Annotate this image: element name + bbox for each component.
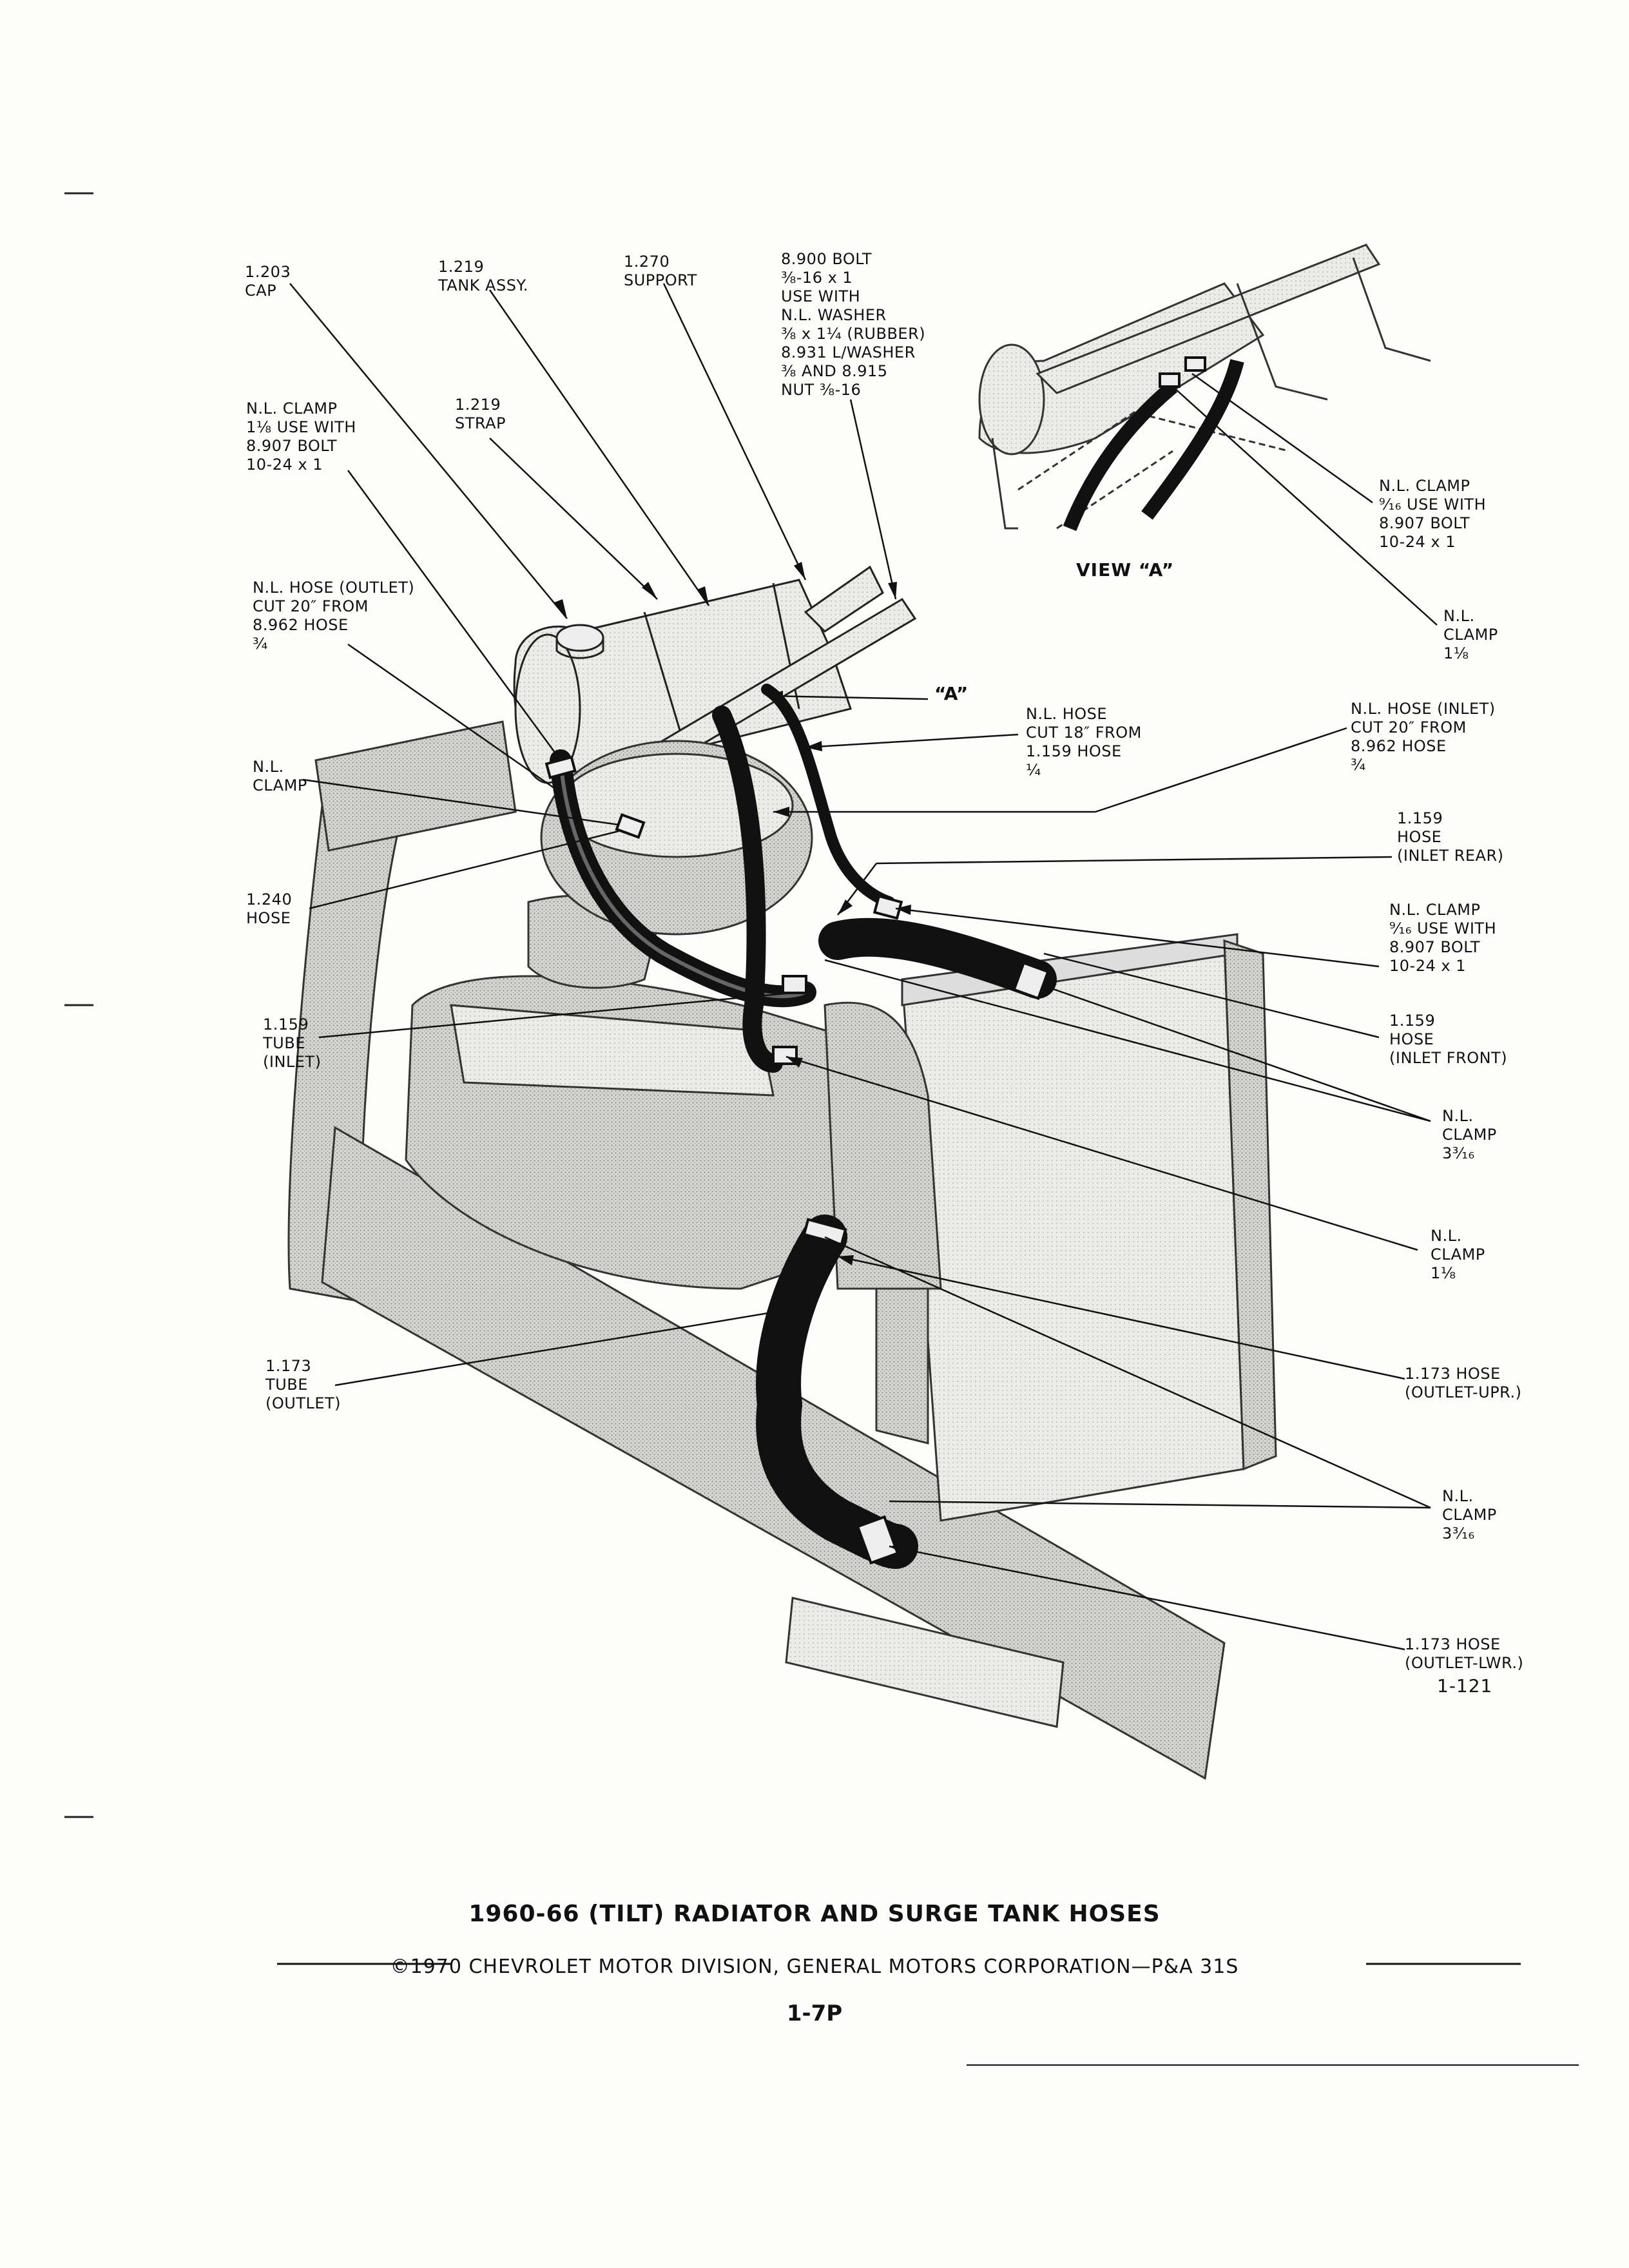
- hose-inlet-front: [818, 918, 1057, 999]
- page-number: 1-7P: [786, 2001, 843, 2026]
- label-hose-outlet-lwr: 1.173 HOSE(OUTLET-LWR.): [1405, 1635, 1524, 1672]
- margin-ticks: [64, 192, 93, 1818]
- radiator: [875, 933, 1277, 1522]
- clamps: [545, 755, 1050, 1565]
- frame-left: [287, 720, 517, 1303]
- hose-small: [761, 684, 895, 908]
- label-hose-outlet-upr: 1.173 HOSE(OUTLET-UPR.): [1405, 1365, 1522, 1401]
- callout-a: “A”: [934, 683, 969, 704]
- view-a-label: VIEW “A”: [1076, 559, 1175, 581]
- page-title: 1960-66 (TILT) RADIATOR AND SURGE TANK H…: [468, 1901, 1161, 1927]
- copyright-line: ©1970 CHEVROLET MOTOR DIVISION, GENERAL …: [390, 1956, 1239, 1978]
- leader-lines: [289, 283, 1438, 1651]
- hose-outlet-inner: [559, 758, 807, 999]
- hoses: [550, 684, 1057, 1569]
- arrowheads: [554, 562, 911, 1554]
- view-a-inset: [978, 244, 1431, 532]
- fan-shroud: [824, 1001, 942, 1290]
- label-clamp-left: N.L.CLAMP: [253, 758, 307, 794]
- figure-number: 1-121: [1437, 1675, 1493, 1696]
- rules: [277, 1963, 1579, 2066]
- hose-inlet: [712, 706, 783, 1073]
